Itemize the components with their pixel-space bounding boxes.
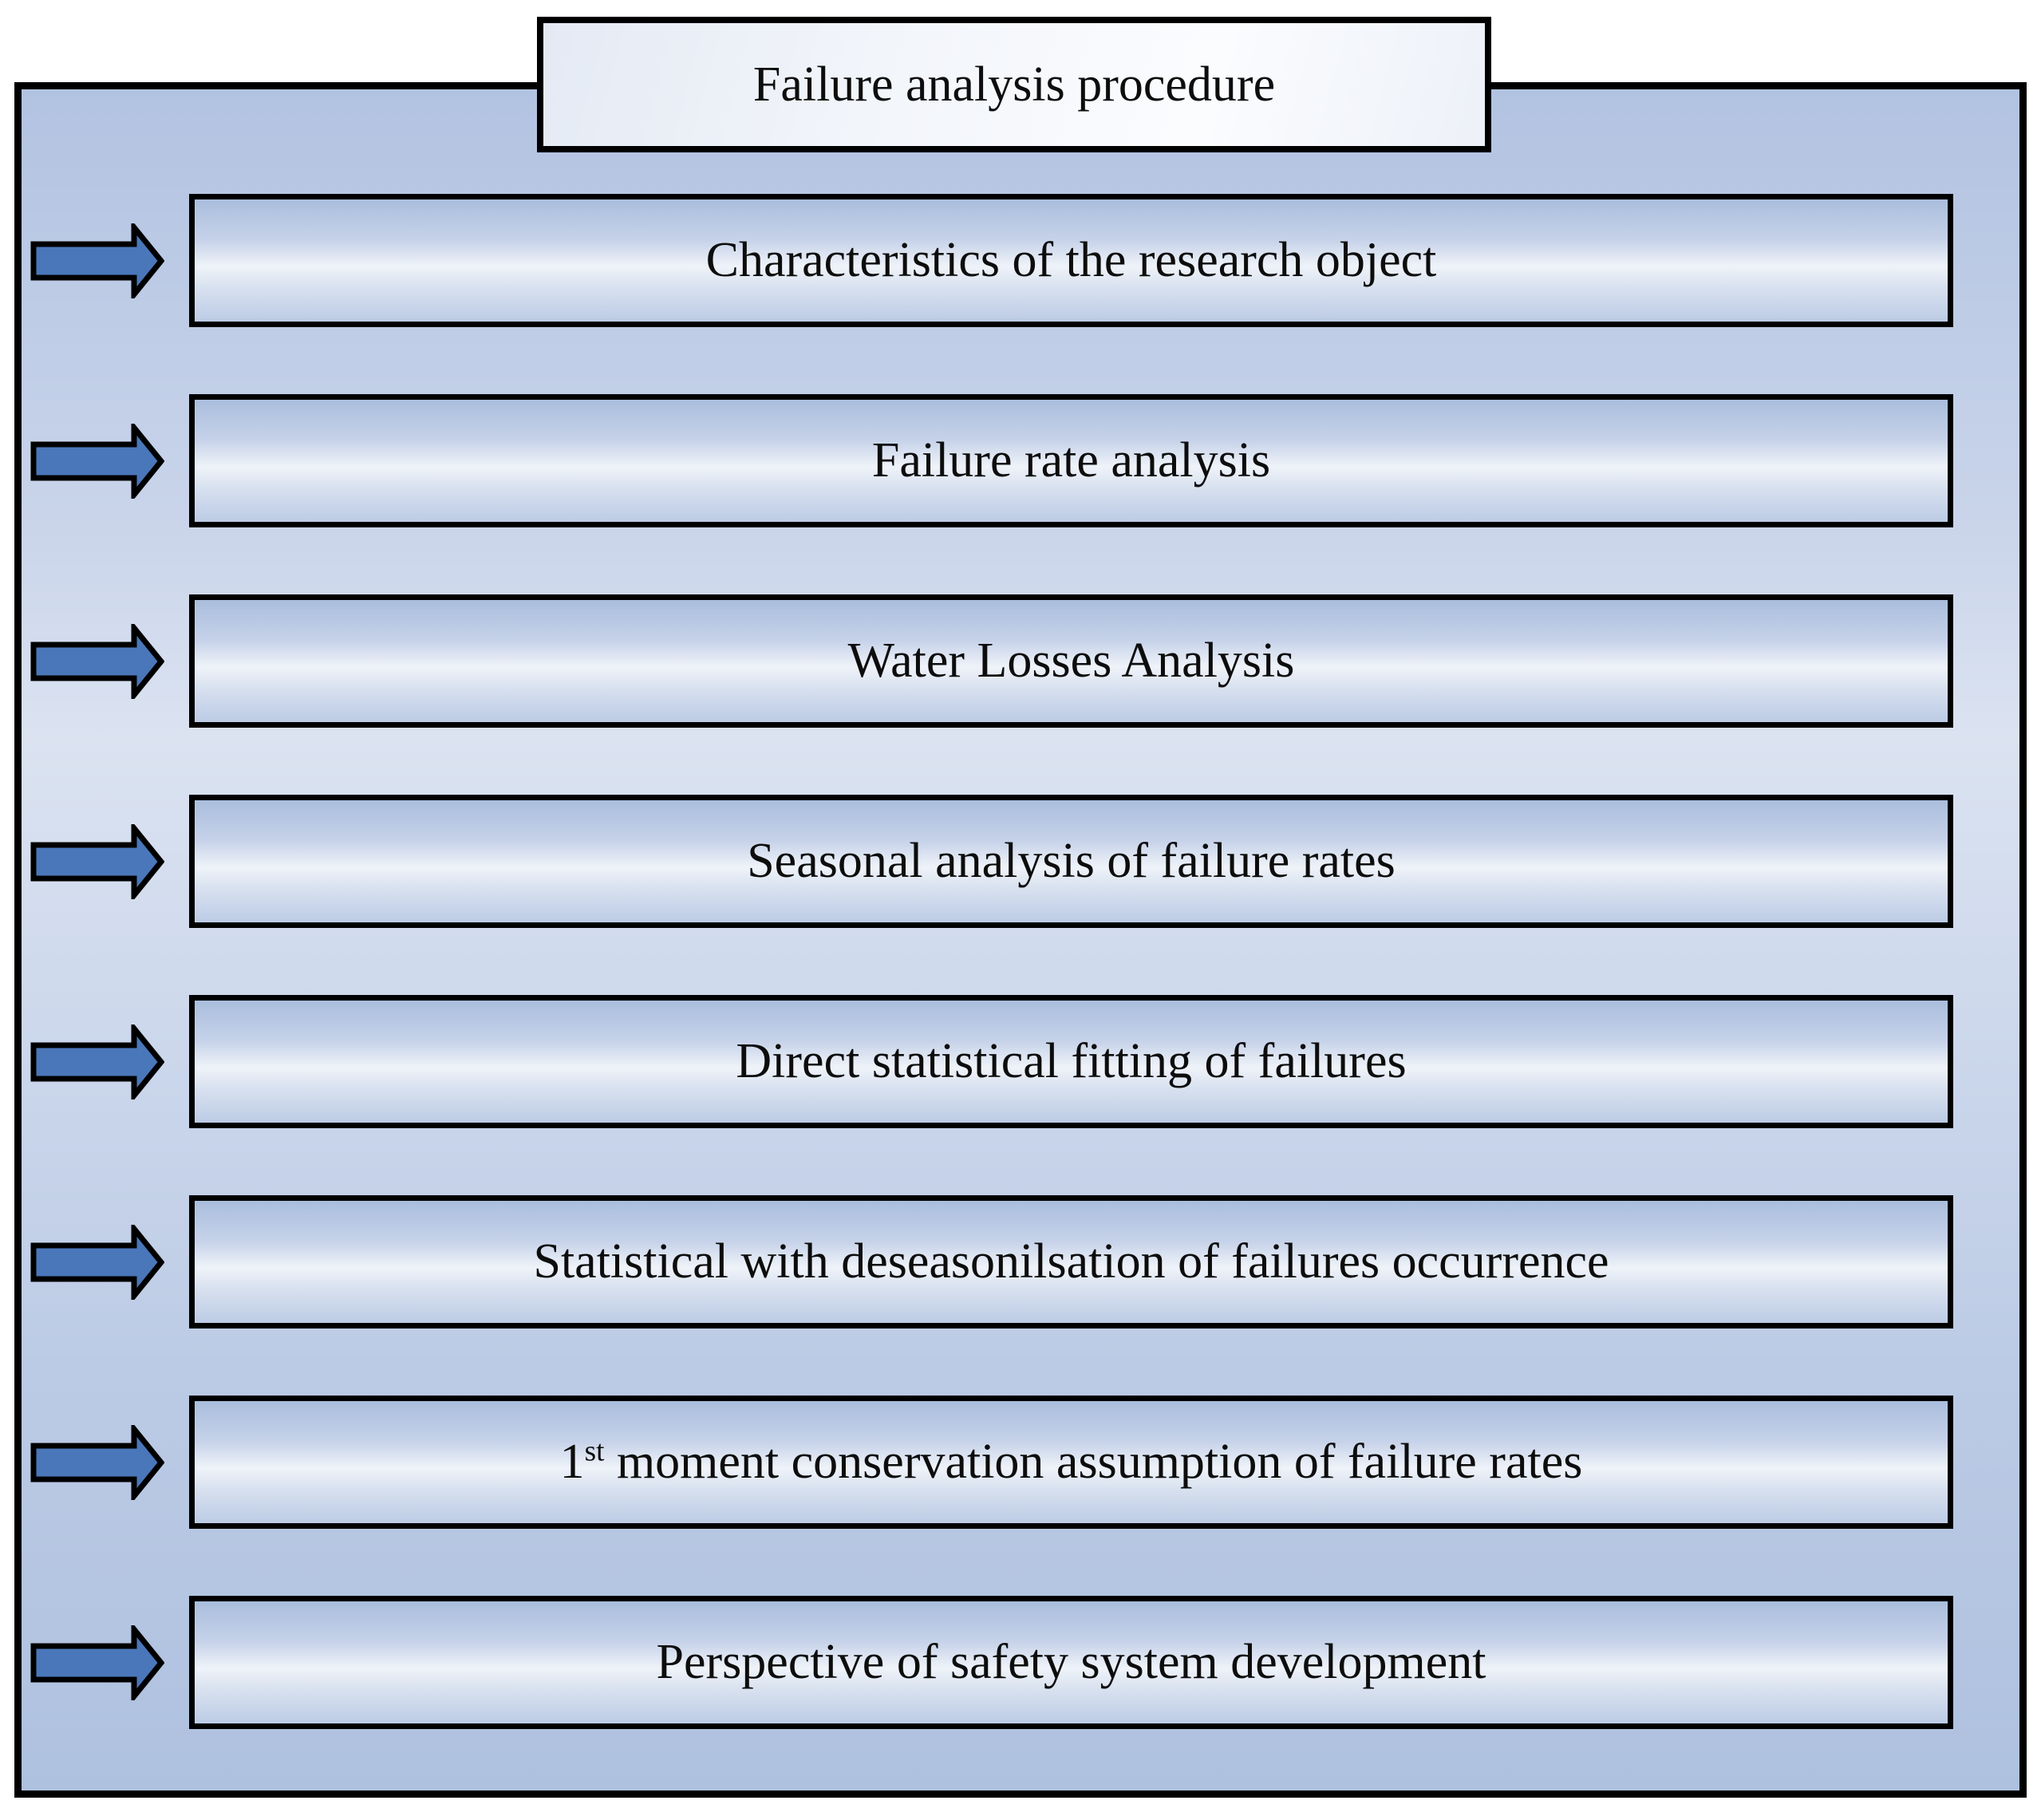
step-label: Water Losses Analysis [847, 634, 1295, 688]
right-arrow-icon [30, 1625, 164, 1700]
title-box: Failure analysis procedure [537, 17, 1491, 152]
step-row: Water Losses Analysis [0, 594, 2041, 728]
right-arrow-icon [30, 223, 164, 298]
diagram-title: Failure analysis procedure [752, 57, 1276, 112]
right-arrow-shape [30, 423, 164, 499]
right-arrow-icon [30, 423, 164, 499]
step-label: 1st moment conservation assumption of fa… [560, 1434, 1583, 1490]
step-row: Direct statistical fitting of failures [0, 995, 2041, 1128]
right-arrow-icon [30, 623, 164, 699]
step-row: Statistical with deseasonilsation of fai… [0, 1195, 2041, 1328]
step-label: Characteristics of the research object [705, 233, 1437, 287]
step-box: Direct statistical fitting of failures [189, 995, 1953, 1128]
step-box: 1st moment conservation assumption of fa… [189, 1396, 1953, 1529]
step-row: Perspective of safety system development [0, 1596, 2041, 1729]
step-label: Perspective of safety system development [656, 1635, 1486, 1689]
step-label-text: moment conservation assumption of failur… [604, 1435, 1583, 1489]
step-list: Characteristics of the research object F… [0, 194, 2041, 1729]
step-label-ordinal-suffix: st [584, 1435, 605, 1468]
step-label: Statistical with deseasonilsation of fai… [533, 1234, 1609, 1289]
step-box: Characteristics of the research object [189, 194, 1953, 327]
right-arrow-shape [30, 1625, 164, 1700]
right-arrow-shape [30, 1024, 164, 1100]
right-arrow-icon [30, 1024, 164, 1100]
right-arrow-icon [30, 1224, 164, 1300]
step-label: Seasonal analysis of failure rates [747, 834, 1396, 888]
step-row: 1st moment conservation assumption of fa… [0, 1396, 2041, 1529]
right-arrow-icon [30, 823, 164, 899]
right-arrow-shape [30, 1424, 164, 1500]
step-row: Failure rate analysis [0, 394, 2041, 527]
right-arrow-shape [30, 623, 164, 699]
step-label-number: 1 [559, 1435, 585, 1489]
step-box: Seasonal analysis of failure rates [189, 795, 1953, 928]
right-arrow-shape [30, 823, 164, 899]
step-box: Statistical with deseasonilsation of fai… [189, 1195, 1953, 1328]
right-arrow-shape [30, 223, 164, 298]
step-label: Failure rate analysis [871, 433, 1271, 488]
step-row: Characteristics of the research object [0, 194, 2041, 327]
right-arrow-shape [30, 1224, 164, 1300]
step-label: Direct statistical fitting of failures [736, 1034, 1407, 1088]
right-arrow-icon [30, 1424, 164, 1500]
step-row: Seasonal analysis of failure rates [0, 795, 2041, 928]
step-box: Failure rate analysis [189, 394, 1953, 527]
step-box: Perspective of safety system development [189, 1596, 1953, 1729]
step-box: Water Losses Analysis [189, 594, 1953, 728]
